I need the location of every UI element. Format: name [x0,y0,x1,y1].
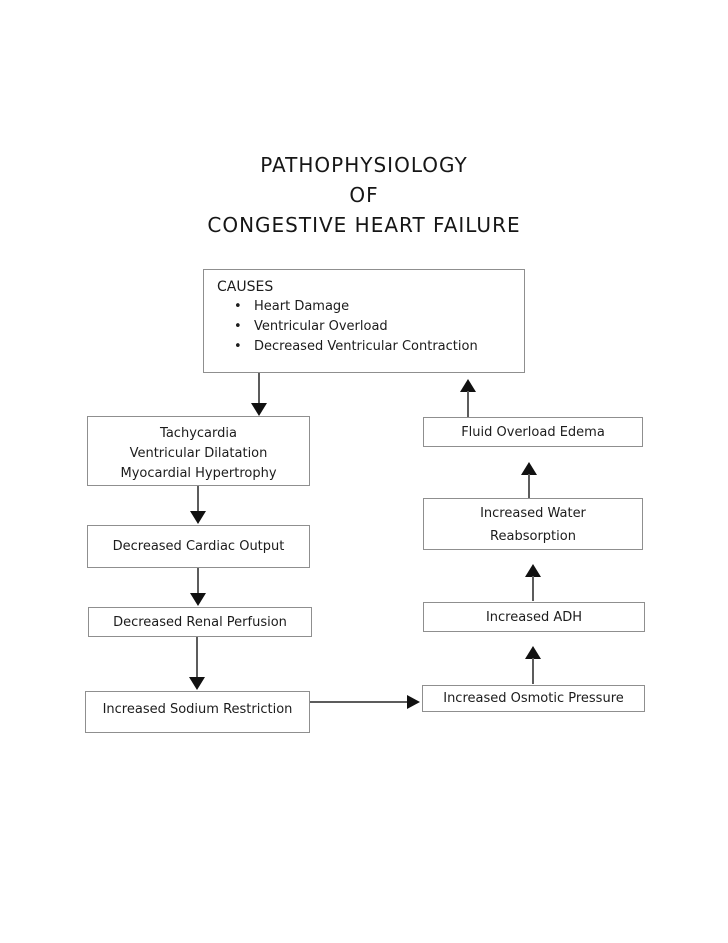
arrow-sodium-restriction-to-osmotic-pressure-shaft [310,701,408,703]
arrow-causes-to-tachycardia-shaft [258,373,260,404]
bullet-icon: • [234,319,242,334]
causes-bullet-heart-damage: • Heart Damage [204,297,524,317]
tachycardia-line-2: Ventricular Dilatation [129,446,268,461]
increased-water-reabsorption-line-2: Reabsorption [490,529,576,544]
arrow-renal-perfusion-to-sodium-restriction-head-icon [189,677,205,690]
causes-bullet-ventricular-overload: • Ventricular Overload [204,317,524,337]
increased-osmotic-pressure-label: Increased Osmotic Pressure [443,691,624,706]
causes-heading: CAUSES [217,279,274,295]
arrow-water-reabsorption-to-edema-shaft [528,474,530,498]
arrow-sodium-restriction-to-osmotic-pressure-head-icon [407,695,420,709]
arrow-tachycardia-to-cardiac-output-head-icon [190,511,206,524]
causes-list: • Heart Damage • Ventricular Overload • … [204,297,524,357]
tachycardia-line-1: Tachycardia [160,426,237,441]
arrow-cardiac-output-to-renal-perfusion-shaft [197,568,199,594]
increased-water-reabsorption-box: Increased Water Reabsorption [423,498,643,550]
arrow-edema-to-causes-head-icon [460,379,476,392]
title-line-3: CONGESTIVE HEART FAILURE [207,213,521,237]
arrow-water-reabsorption-to-edema-head-icon [521,462,537,475]
increased-water-reabsorption-line-1: Increased Water [480,506,586,521]
title-line-2: OF [349,183,379,207]
arrow-osmotic-pressure-to-adh-head-icon [525,646,541,659]
causes-box: CAUSES • Heart Damage • Ventricular Over… [203,269,525,373]
arrow-causes-to-tachycardia-head-icon [251,403,267,416]
increased-sodium-restriction-box: Increased Sodium Restriction [85,691,310,733]
causes-bullet-decreased-contraction: • Decreased Ventricular Contraction [204,337,524,357]
bullet-icon: • [234,339,242,354]
fluid-overload-edema-box: Fluid Overload Edema [423,417,643,447]
arrow-renal-perfusion-to-sodium-restriction-shaft [196,637,198,678]
decreased-cardiac-output-box: Decreased Cardiac Output [87,525,310,568]
arrow-tachycardia-to-cardiac-output-shaft [197,486,199,512]
fluid-overload-edema-label: Fluid Overload Edema [461,424,605,440]
decreased-cardiac-output-label: Decreased Cardiac Output [112,539,285,554]
bullet-text: Decreased Ventricular Contraction [254,339,478,354]
arrow-adh-to-water-reabsorption-head-icon [525,564,541,577]
bullet-text: Ventricular Overload [254,319,388,334]
arrow-cardiac-output-to-renal-perfusion-head-icon [190,593,206,606]
arrow-osmotic-pressure-to-adh-shaft [532,658,534,684]
decreased-renal-perfusion-box: Decreased Renal Perfusion [88,607,312,637]
page-title: PATHOPHYSIOLOGY OF CONGESTIVE HEART FAIL… [0,150,728,240]
title-line-1: PATHOPHYSIOLOGY [260,153,468,177]
arrow-adh-to-water-reabsorption-shaft [532,576,534,601]
increased-sodium-restriction-label: Increased Sodium Restriction [102,701,293,717]
bullet-text: Heart Damage [254,299,350,314]
increased-osmotic-pressure-box: Increased Osmotic Pressure [422,685,645,712]
decreased-renal-perfusion-label: Decreased Renal Perfusion [113,614,287,630]
tachycardia-box: Tachycardia Ventricular Dilatation Myoca… [87,416,310,486]
increased-adh-box: Increased ADH [423,602,645,632]
tachycardia-line-3: Myocardial Hypertrophy [120,466,277,481]
increased-adh-label: Increased ADH [485,609,583,625]
arrow-edema-to-causes-shaft [467,391,469,417]
bullet-icon: • [234,299,242,314]
